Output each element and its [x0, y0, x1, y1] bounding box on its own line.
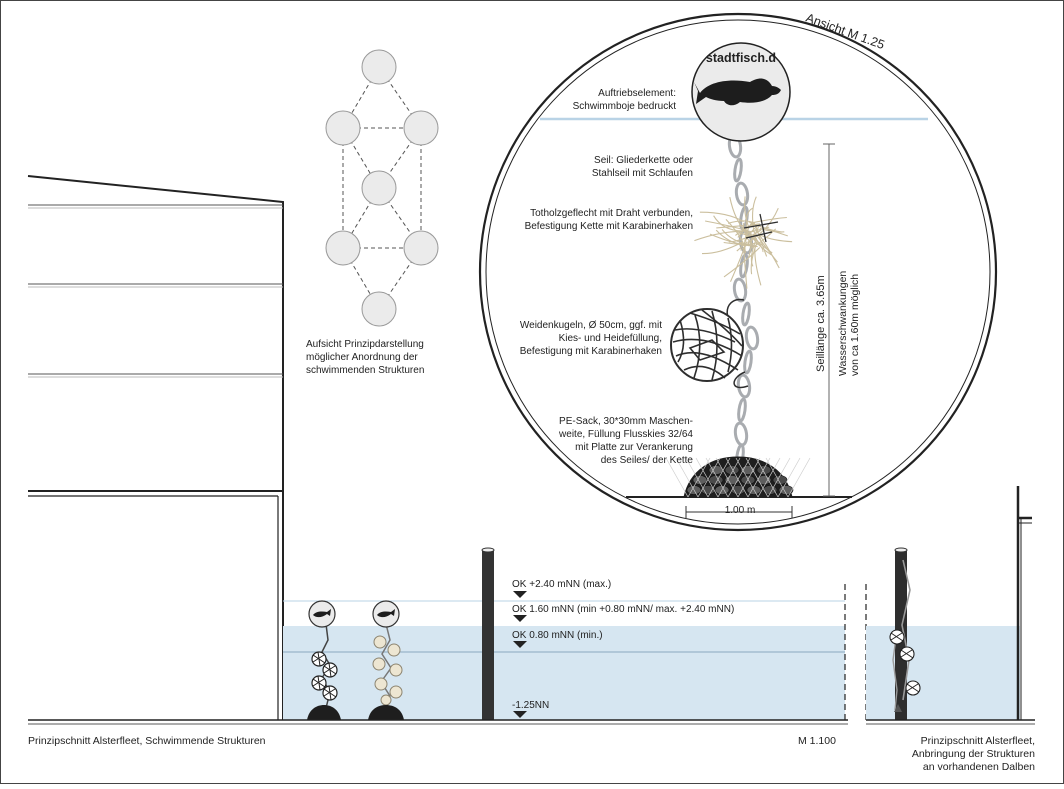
plan-caption-line-3: schwimmenden Strukturen	[306, 365, 424, 376]
plan-caption-line-1: Aufsicht Prinzipdarstellung	[306, 339, 424, 350]
plan-arrangement	[325, 49, 439, 327]
water-fluctuation-line-2: von ca 1.60m möglich	[849, 274, 861, 376]
floating-structure-willow	[307, 600, 341, 720]
detail-caption-line-2: Anbringung der Strukturen	[912, 748, 1035, 760]
label-willow-2: Kies- und Heidefüllung,	[559, 333, 662, 344]
base-width-dimension	[685, 506, 793, 518]
detail-caption-line-1: Prinzipschnitt Alsterfleet,	[921, 735, 1035, 747]
section-caption: Prinzipschnitt Alsterfleet, Schwimmende …	[28, 735, 266, 747]
fish-icon	[377, 609, 395, 618]
rope-length-label: Seillänge ca. 3.65m	[815, 275, 827, 372]
label-buoy-1: Auftriebselement:	[598, 88, 676, 99]
label-rope-1: Seil: Gliederkette oder	[594, 155, 694, 166]
detail-section	[865, 486, 1035, 725]
label-buoy-2: Schwimmboje bedruckt	[573, 101, 677, 112]
willow-ball	[670, 308, 744, 382]
level-max: OK +2.40 mNN (max.)	[512, 579, 611, 590]
section-scale: M 1.100	[798, 735, 836, 747]
buoy-brand-text: stadtfisch.d	[706, 51, 776, 65]
inset-view: stadtfisch.d	[478, 12, 998, 532]
detail-caption-line-3: an vorhandenen Dalben	[923, 761, 1035, 773]
label-deadwood-1: Totholzgeflecht mit Draht verbunden,	[530, 208, 693, 219]
base-width-label: 1.00 m	[725, 505, 756, 516]
plan-caption-line-2: möglicher Anordnung der	[306, 352, 418, 363]
label-willow-1: Weidenkugeln, Ø 50cm, ggf. mit	[520, 320, 662, 331]
label-sack-1: PE-Sack, 30*30mm Maschen-	[559, 416, 693, 427]
rope-length-dimension	[823, 143, 835, 497]
buoy	[691, 42, 791, 142]
building	[27, 175, 284, 720]
label-sack-3: mit Platte zur Verankerung	[575, 442, 693, 453]
label-sack-4: des Seiles/ der Kette	[601, 455, 694, 466]
water-fluctuation-line-1: Wasserschwankungen	[837, 271, 849, 376]
label-willow-3: Befestigung mit Karabinerhaken	[520, 346, 662, 357]
dalbe-pile	[481, 547, 495, 720]
level-min: OK 0.80 mNN (min.)	[512, 630, 603, 641]
fish-icon	[313, 609, 331, 618]
chain	[726, 133, 760, 469]
label-sack-2: weite, Füllung Flusskies 32/64	[558, 429, 693, 440]
level-markers	[513, 591, 527, 718]
gravel-sack	[665, 456, 811, 498]
level-mean: OK 1.60 mNN (min +0.80 mNN/ max. +2.40 m…	[512, 604, 734, 615]
level-bottom: -1.25NN	[512, 700, 549, 711]
fish-icon	[694, 78, 781, 106]
floating-structure-deadwood	[368, 600, 404, 720]
label-rope-2: Stahlseil mit Schlaufen	[592, 168, 693, 179]
deadwood-bundle	[694, 196, 793, 289]
label-deadwood-2: Befestigung Kette mit Karabinerhaken	[525, 221, 693, 232]
